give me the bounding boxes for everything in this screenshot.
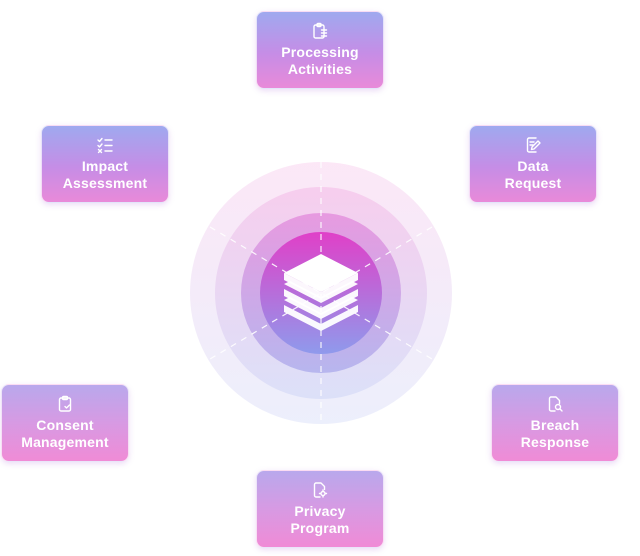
hub-ring-inner xyxy=(241,213,401,373)
breach-response-card[interactable]: Breach Response xyxy=(491,384,619,462)
card-label: Privacy Program xyxy=(290,503,350,536)
card-label: Processing Activities xyxy=(281,44,359,77)
consent-management-card[interactable]: Consent Management xyxy=(1,384,129,462)
processing-activities-card[interactable]: Processing Activities xyxy=(256,11,384,89)
card-label: Impact Assessment xyxy=(62,158,148,191)
checklist-icon xyxy=(96,136,114,154)
privacy-program-card[interactable]: Privacy Program xyxy=(256,470,384,548)
hub-ring-outer xyxy=(190,162,452,424)
data-request-card[interactable]: Data Request xyxy=(469,125,597,203)
card-label: Consent Management xyxy=(21,417,109,450)
card-label: Data Request xyxy=(504,158,562,191)
hub-ring-middle xyxy=(215,187,427,399)
card-label: Breach Response xyxy=(520,417,590,450)
hub-connector-lines xyxy=(209,162,433,424)
document-edit-icon xyxy=(524,136,542,154)
clipboard-list-icon xyxy=(311,22,329,40)
impact-assessment-card[interactable]: Impact Assessment xyxy=(41,125,169,203)
document-settings-icon xyxy=(311,481,329,499)
layers-stack-icon xyxy=(284,254,358,331)
hub-core xyxy=(260,232,382,354)
clipboard-check-icon xyxy=(56,395,74,413)
document-search-icon xyxy=(546,395,564,413)
